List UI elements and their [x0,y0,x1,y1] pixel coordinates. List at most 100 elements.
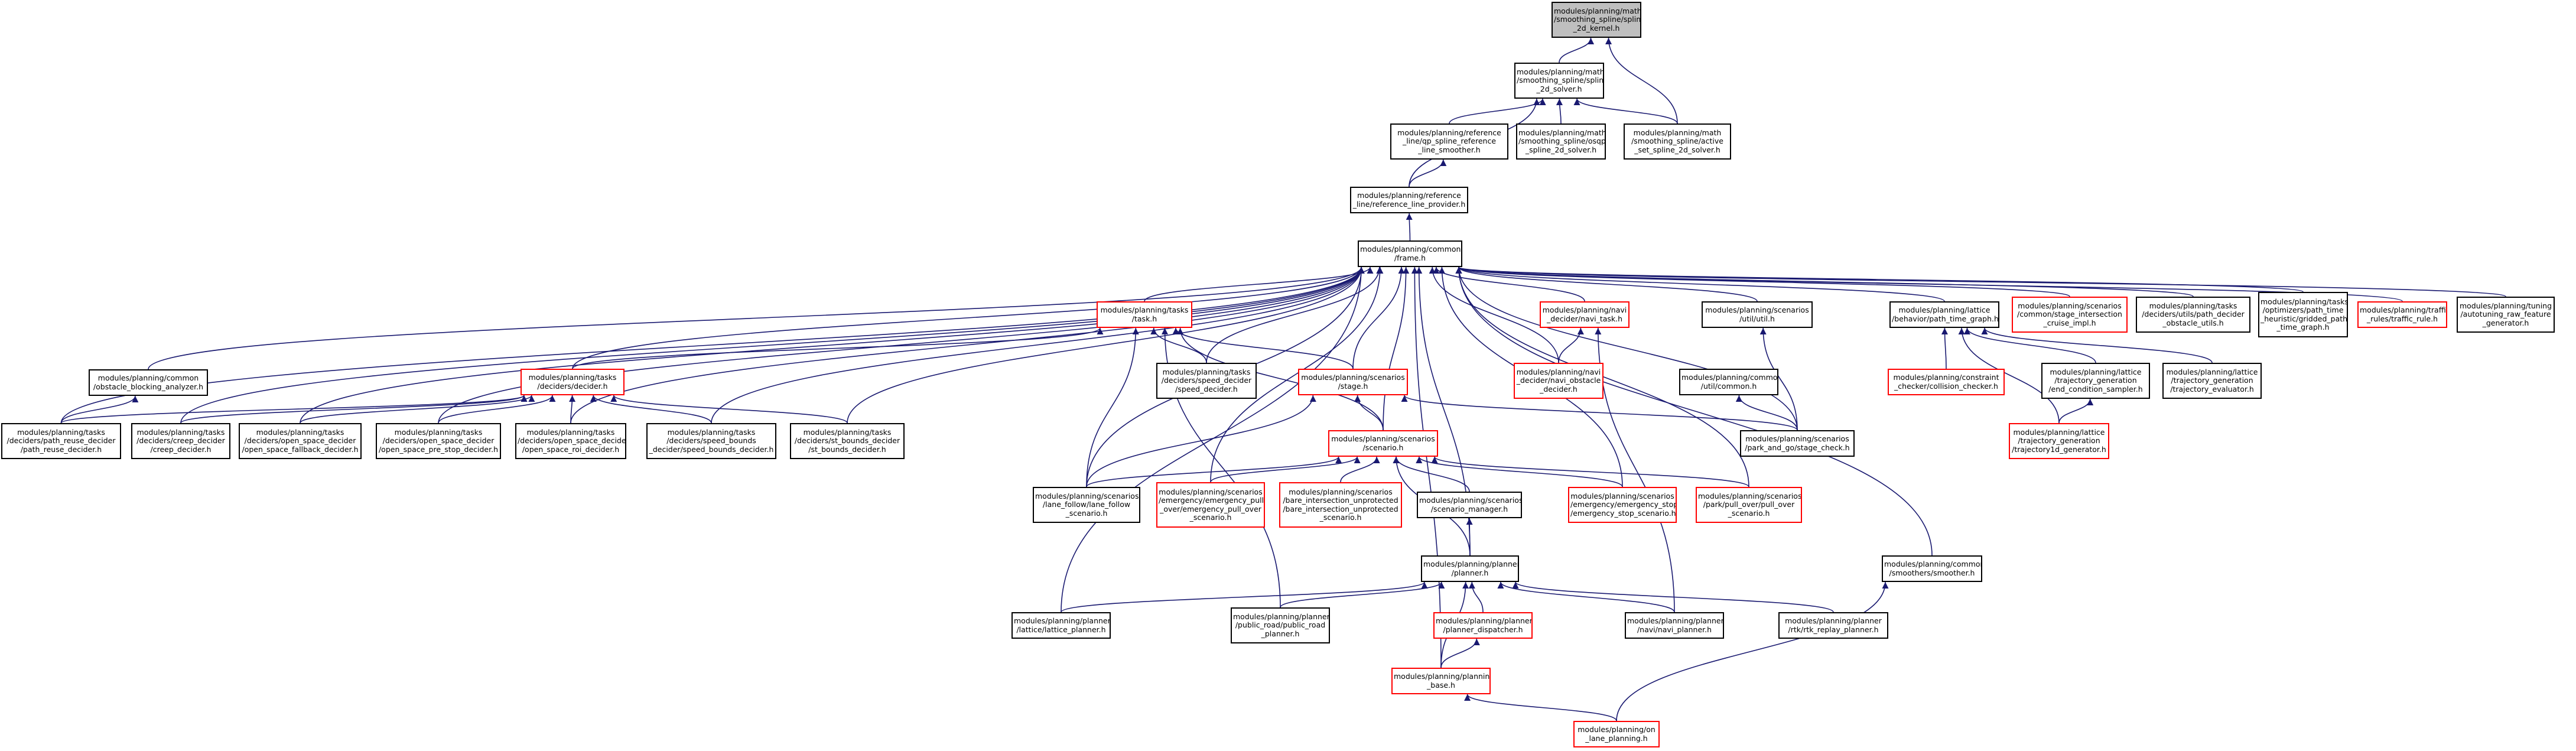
node-lanefollow[interactable]: modules/planning/scenarios/lane_follow/l… [1033,487,1140,523]
edge-pathreuse-to-frame [60,266,1365,424]
edge-decider-to-frame [572,266,1365,369]
node-emergstop[interactable]: modules/planning/scenarios/emergency/eme… [1568,487,1677,523]
node-label-line: _line_smoother.h [1418,145,1481,154]
node-navi[interactable]: modules/planning/planner/navi/navi_plann… [1625,612,1724,639]
node-planner[interactable]: modules/planning/planner/planner.h [1421,555,1519,582]
edge-pathtime-to-frame [1455,266,1945,302]
node-emergpull[interactable]: modules/planning/scenarios/emergency/eme… [1156,482,1265,528]
node-bareinter[interactable]: modules/planning/scenarios/bare_intersec… [1279,482,1402,528]
node-label-line: /smoothers/smoother.h [1889,568,1975,577]
node-label-line: _time_graph.h [2276,323,2330,331]
node-label-line: /trajectory_evaluator.h [2170,384,2254,394]
node-openroi[interactable]: modules/planning/tasks/deciders/open_spa… [515,423,626,459]
node-label-line: /behavior/path_time_graph.h [1892,314,1999,323]
node-label-line: modules/planning/tasks [667,427,756,437]
node-rtk[interactable]: modules/planning/planner/rtk/rtk_replay_… [1778,612,1888,639]
node-label-line: /path_reuse_decider.h [20,444,102,454]
node-label-line: /common/stage_intersection [2017,310,2122,319]
node-commonutil[interactable]: modules/planning/common/util/common.h [1679,369,1778,395]
node-label-line: /deciders/open_space_decider [518,436,626,446]
node-label-line: modules/planning/scenarios [2018,301,2122,310]
node-onlane[interactable]: modules/planning/on_lane_planning.h [1573,721,1660,747]
node-obstacleblock[interactable]: modules/planning/common/obstacle_blockin… [89,369,208,396]
node-trajeval[interactable]: modules/planning/lattice/trajectory_gene… [2162,363,2262,399]
node-label-line: modules/planning/math [1518,128,1606,137]
node-stbounds[interactable]: modules/planning/tasks/deciders/st_bound… [790,423,905,459]
node-label-line: modules/planning/lattice [2166,367,2258,376]
node-frame[interactable]: modules/planning/common/frame.h [1358,240,1462,267]
node-stage[interactable]: modules/planning/scenarios/stage.h [1298,369,1408,395]
node-solver2d[interactable]: modules/planning/math/smoothing_spline/s… [1514,63,1604,99]
node-label-line: _checker/collision_checker.h [1894,381,1998,391]
edge-speedbounds-to-decider [590,395,712,424]
node-decider[interactable]: modules/planning/tasks/deciders/decider.… [521,369,625,395]
node-osqp[interactable]: modules/planning/math/smoothing_spline/o… [1516,123,1606,160]
node-label-line: modules/planning/tasks [394,427,483,437]
node-speedbounds[interactable]: modules/planning/tasks/deciders/speed_bo… [646,423,776,459]
edge-lanefollow-to-scenario [1086,456,1342,487]
node-openprestop[interactable]: modules/planning/tasks/deciders/open_spa… [376,423,501,459]
node-endcond[interactable]: modules/planning/lattice/trajectory_gene… [2041,363,2150,399]
node-label-line: _decider/navi_obstacle [1516,376,1601,385]
node-refprovider[interactable]: modules/planning/reference_line/referenc… [1350,187,1468,213]
edge-navi-to-planner [1497,581,1675,613]
node-label-line: /end_condition_sampler.h [2048,384,2143,394]
node-collision[interactable]: modules/planning/constraint_checker/coll… [1888,369,2005,395]
node-dispatcher[interactable]: modules/planning/planner/planner_dispatc… [1433,612,1533,639]
node-scenutil[interactable]: modules/planning/scenarios/util/util.h [1702,301,1813,328]
node-label-line: modules/planning/math [1554,6,1641,15]
node-label-line: /public_road/public_road [1235,620,1326,630]
node-cruise[interactable]: modules/planning/scenarios/common/stage_… [2012,297,2128,333]
edge-creep-to-frame [180,266,1365,424]
node-label-line: modules/planning/common [1360,245,1461,253]
node-label-line: modules/planning/tasks [528,373,617,382]
node-navidecider[interactable]: modules/planning/navi_decider/navi_obsta… [1514,363,1604,399]
node-label-line: modules/planning/planner [1436,616,1533,625]
node-pathtime[interactable]: modules/planning/lattice/behavior/path_t… [1889,301,1999,328]
node-griddedpath[interactable]: modules/planning/tasks/optimizers/path_t… [2258,292,2348,337]
node-scenario[interactable]: modules/planning/scenarios/scenario.h [1328,430,1438,457]
node-label-line: /stage.h [1338,381,1368,391]
node-publicroad[interactable]: modules/planning/planner/public_road/pub… [1231,607,1330,643]
node-label-line: modules/planning/on [1578,725,1655,734]
node-label-line: /emergency/emergency_stop [1570,500,1677,509]
node-label-line: modules/planning/scenarios [1745,434,1849,443]
node-lattice[interactable]: modules/planning/planner/lattice/lattice… [1011,612,1111,639]
node-pathreuse[interactable]: modules/planning/tasks/deciders/path_reu… [1,423,121,459]
node-label-line: /smoothing_spline/osqp [1518,136,1606,146]
node-label-line: _planner.h [1261,629,1300,638]
node-label-line: /park/pull_over/pull_over [1703,500,1795,509]
edge-parkgo-to-frame [1455,266,1798,431]
node-label-line: modules/planning/tasks [2149,301,2237,310]
node-openfallback[interactable]: modules/planning/tasks/deciders/open_spa… [239,423,362,459]
node-label-line: _spline_2d_solver.h [1525,145,1597,154]
node-label-line: modules/planning/tasks [136,427,225,437]
node-pullover[interactable]: modules/planning/scenarios/park/pull_ove… [1696,487,1802,523]
node-autotuning[interactable]: modules/planning/tuning/autotuning_raw_f… [2457,297,2555,333]
node-pathdecider[interactable]: modules/planning/tasks/deciders/utils/pa… [2136,297,2250,333]
node-label-line: _2d_kernel.h [1573,23,1620,32]
node-label-line: _scenario.h [1728,508,1770,518]
edge-lattice-to-planner [1061,581,1428,613]
node-creep[interactable]: modules/planning/tasks/deciders/creep_de… [131,423,230,459]
node-label-line: modules/planning/tasks [526,427,615,437]
node-label-line: /smoothing_spline/spline [1554,15,1641,24]
edge-obstacleblock-to-frame [148,266,1365,370]
node-base[interactable]: modules/planning/planning_base.h [1391,668,1491,694]
node-label-line: modules/planning/scenarios [1289,487,1393,496]
node-navitask[interactable]: modules/planning/navi_decider/navi_task.… [1540,301,1629,328]
node-label-line: modules/planning/planner [1233,612,1330,621]
node-scenmgr[interactable]: modules/planning/scenarios/scenario_mana… [1417,492,1522,518]
node-qpsmoother[interactable]: modules/planning/reference_line/qp_splin… [1390,123,1508,160]
node-speeddecider[interactable]: modules/planning/tasks/deciders/speed_de… [1156,363,1257,399]
node-parkgo[interactable]: modules/planning/scenarios/park_and_go/s… [1740,430,1855,457]
edge-bareinter-to-scenario [1340,456,1380,483]
node-task[interactable]: modules/planning/tasks/task.h [1097,301,1192,328]
node-label-line: modules/planning/traffic [2360,305,2447,314]
node-activeset[interactable]: modules/planning/math/smoothing_spline/a… [1624,123,1731,160]
node-smoother[interactable]: modules/planning/common/smoothers/smooth… [1882,555,1982,582]
edge-parkgo-to-stage [1401,395,1798,431]
node-traj1d[interactable]: modules/planning/lattice/trajectory_gene… [2009,423,2109,459]
node-trafficrule[interactable]: modules/planning/traffic_rules/traffic_r… [2357,301,2447,328]
node-label-line: _decider/speed_bounds_decider.h [649,444,774,454]
